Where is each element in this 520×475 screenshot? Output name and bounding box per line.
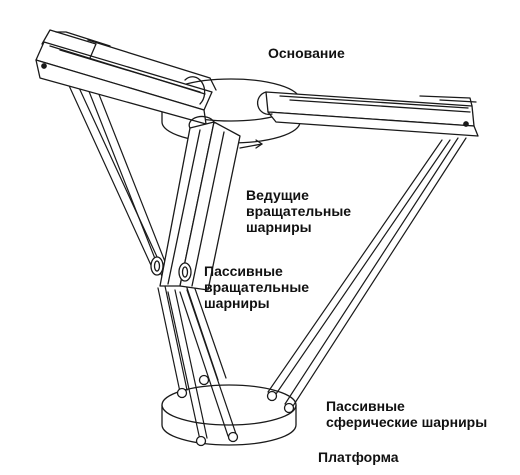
platform-label: Платформа	[318, 449, 399, 465]
rod-pair-left	[60, 63, 208, 441]
base-label: Основание	[268, 45, 345, 61]
passive-revolute-joints-label: Пассивные вращательные шарниры	[204, 263, 309, 311]
passive-spherical-joints	[176, 374, 295, 447]
drive-joints-label: Ведущие вращательные шарниры	[246, 187, 351, 235]
passive-revolute-label-line: шарниры	[204, 295, 270, 311]
passive-spherical-joints-label: Пассивные сферические шарниры	[326, 398, 487, 430]
passive-revolute-label-line: вращательные	[204, 279, 310, 295]
arm-right	[257, 91, 479, 137]
rod-pair-front	[179, 279, 237, 437]
passive-revolute-joints	[150, 256, 192, 282]
passive-revolute-label-line: Пассивные	[204, 263, 283, 279]
platform-disk	[161, 384, 297, 446]
drive-joints-label-line: Ведущие	[246, 187, 309, 203]
drive-joints-label-line: вращательные	[246, 203, 352, 219]
spherical-label-line: сферические шарниры	[326, 414, 488, 430]
drive-joint-arrowhead	[255, 139, 263, 149]
drive-joint-arrow	[239, 143, 263, 149]
rod-pair-right	[267, 137, 467, 407]
arm-left	[35, 29, 217, 125]
drive-joints-label-line: шарниры	[246, 219, 312, 235]
spherical-label-line: Пассивные	[326, 398, 405, 414]
arm-front	[159, 115, 241, 291]
